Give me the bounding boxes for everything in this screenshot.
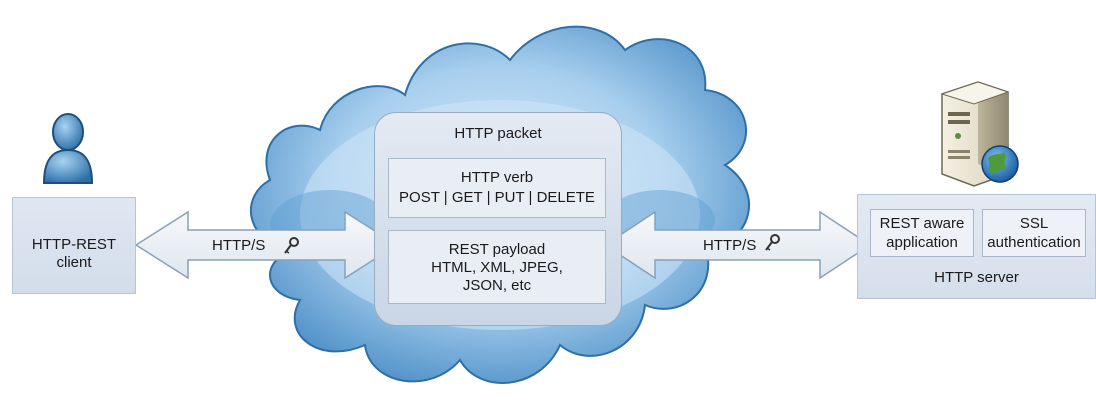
payload-title: REST payload (448, 241, 546, 258)
client-box: HTTP-REST client (12, 197, 136, 294)
server-icon (940, 81, 1019, 187)
payload-formats-1: HTML, XML, JPEG, (431, 259, 563, 276)
server-label: HTTP server (934, 269, 1019, 286)
packet-title: HTTP packet (454, 125, 542, 142)
http-verb-box: HTTP verb POST | GET | PUT | DELETE (388, 158, 606, 218)
left-link-label: HTTP/S (212, 237, 266, 254)
rest-payload-box: REST payload HTML, XML, JPEG, JSON, etc (388, 230, 606, 304)
client-label-line2: client (56, 254, 92, 271)
user-icon (42, 113, 94, 184)
right-link-label: HTTP/S (703, 237, 757, 254)
rest-app-line2: application (886, 234, 958, 251)
rest-app-box: REST aware application (870, 209, 974, 257)
key-icon (765, 234, 780, 251)
key-icon (284, 237, 299, 254)
ssl-line2: authentication (987, 234, 1081, 251)
verb-list: POST | GET | PUT | DELETE (399, 189, 595, 206)
http-server-box: REST aware application SSL authenticatio… (857, 194, 1096, 299)
ssl-line1: SSL (1019, 215, 1049, 232)
client-label-line1: HTTP-REST (31, 236, 117, 253)
verb-title: HTTP verb (460, 169, 534, 186)
payload-formats-2: JSON, etc (462, 277, 532, 294)
ssl-box: SSL authentication (982, 209, 1086, 257)
rest-app-line1: REST aware (879, 215, 965, 232)
